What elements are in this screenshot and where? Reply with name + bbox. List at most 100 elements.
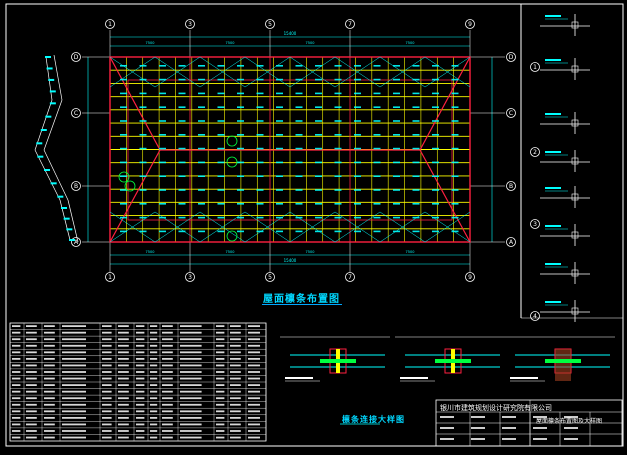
side-section-purlin-mark — [49, 90, 56, 93]
table-cell-text — [162, 338, 173, 341]
table-cell-text — [248, 430, 260, 432]
purlin-tag-mark — [256, 216, 264, 219]
table-cell-text — [62, 430, 86, 432]
titleblock-cell-text — [533, 438, 547, 440]
dim-text-bay-top: 7500 — [306, 41, 315, 45]
table-cell-text — [12, 371, 21, 373]
purlin-tag-mark — [334, 65, 342, 67]
table-cell-text — [248, 397, 260, 400]
purlin-tag-mark — [295, 78, 303, 81]
side-section-outline — [34, 99, 53, 151]
purlin-tag-mark — [120, 120, 127, 122]
table-cell-text — [12, 416, 21, 419]
table-cell-text — [230, 325, 241, 327]
table-cell-text — [180, 364, 202, 367]
table-cell-text — [216, 357, 225, 360]
table-cell-text — [180, 416, 202, 419]
purlin-tag-mark — [276, 189, 283, 191]
purlin-tag-mark — [315, 92, 322, 95]
purlin-tag-mark — [178, 106, 186, 108]
table-cell-text — [26, 344, 37, 347]
brace-line — [424, 211, 471, 243]
purlin-tag-mark — [412, 203, 420, 205]
purlin-tag-mark — [334, 230, 342, 233]
purlin-tag-mark — [198, 216, 205, 219]
purlin-tag-mark — [276, 230, 283, 233]
brace-line — [289, 56, 336, 88]
table-cell-text — [136, 430, 145, 432]
detail-purlin-section — [571, 231, 579, 239]
table-cell-text — [102, 416, 112, 419]
purlin-tag-mark — [354, 134, 361, 136]
purlin-tag-mark — [432, 189, 439, 191]
side-section-sketch — [34, 54, 79, 243]
purlin-tag-mark — [256, 230, 264, 233]
hip-beam-top-right — [419, 56, 471, 151]
axis-bubble-top-label: 9 — [468, 21, 472, 28]
purlin-tag-mark — [120, 92, 127, 95]
axis-bubble-bottom-circle — [465, 272, 475, 282]
purlin-tag-mark — [432, 120, 439, 122]
purlin-tag-mark — [276, 120, 283, 122]
purlin-tag-mark — [178, 230, 186, 233]
purlin-tag-mark — [295, 161, 303, 164]
detail-marker-circle — [530, 219, 540, 229]
table-cell-text — [150, 371, 158, 373]
detail-note-mark — [545, 187, 561, 189]
table-cell-text — [162, 436, 173, 439]
table-cell-text — [136, 397, 145, 400]
table-cell-text — [162, 384, 173, 386]
table-cell-text — [118, 351, 129, 354]
axis-bubble-top-circle — [265, 19, 275, 29]
table-cell-text — [44, 403, 55, 406]
table-cell-text — [230, 351, 241, 354]
table-cell-text — [44, 430, 55, 432]
table-cell-text — [150, 325, 158, 327]
table-cell-text — [230, 377, 241, 380]
purlin-tag-mark — [373, 78, 381, 81]
purlin-tag-mark — [237, 120, 244, 122]
brace-line — [154, 211, 201, 243]
purlin-tag-mark — [393, 134, 400, 136]
table-cell-text — [150, 416, 158, 419]
table-cell-text — [62, 436, 86, 439]
table-cell-text — [162, 351, 173, 354]
axis-bubble-right-label: C — [509, 110, 513, 117]
purlin-tag-mark — [432, 65, 439, 67]
table-cell-text — [248, 344, 260, 347]
side-section-purlin-mark — [45, 115, 52, 118]
purlin-tag-mark — [334, 92, 342, 95]
detail-callout-circle — [226, 135, 238, 147]
sheet-border — [5, 3, 624, 447]
table-cell-text — [44, 371, 55, 373]
table-cell-text — [62, 397, 86, 400]
table-cell-text — [102, 390, 112, 393]
table-cell-text — [150, 410, 158, 413]
purlin-tag-mark — [198, 230, 205, 233]
dim-text-bay-top: 7500 — [146, 41, 155, 45]
title-block — [435, 399, 623, 447]
purlin-tag-mark — [139, 106, 147, 108]
table-cell-text — [150, 351, 158, 354]
table-cell-text — [62, 384, 86, 386]
purlin-tag-mark — [451, 189, 459, 191]
table-cell-text — [26, 430, 37, 432]
purlin-tag-mark — [237, 147, 244, 150]
brace-line — [424, 56, 471, 88]
detail-marker-label: 4 — [533, 313, 537, 320]
table-cell-text — [102, 410, 112, 413]
axis-bubble-bottom-circle — [185, 272, 195, 282]
table-cell-text — [26, 364, 37, 367]
titleblock-cell-text — [564, 438, 578, 440]
purlin-tag-mark — [198, 78, 205, 81]
purlin-tag-mark — [217, 161, 225, 164]
table-cell-text — [102, 344, 112, 347]
purlin-tag-mark — [198, 161, 205, 164]
purlin-tag-mark — [393, 92, 400, 95]
axis-bubble-bottom-label: 9 — [468, 274, 472, 281]
table-cell-text — [216, 338, 225, 341]
purlin-tag-mark — [315, 189, 322, 191]
table-cell-text — [150, 331, 158, 334]
purlin-tag-mark — [237, 203, 244, 205]
titleblock-cell-text — [564, 427, 578, 429]
